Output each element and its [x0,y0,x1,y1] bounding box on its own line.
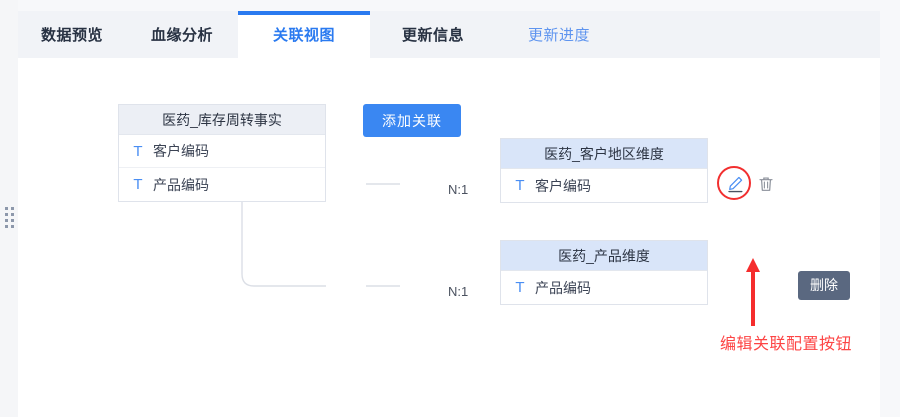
handle-dot [5,207,8,210]
text-type-icon: T [133,142,143,160]
tab-lineage-analysis[interactable]: 血缘分析 [150,27,213,44]
handle-dot [5,225,8,228]
text-type-icon: T [133,176,143,193]
entity-node-title: 医药_库存周转事实 [119,105,325,135]
handle-dot [11,219,14,222]
cardinality-label-product: N:1 [448,284,469,299]
handle-dot [11,225,14,228]
entity-field-row[interactable]: T 产品编码 [501,271,707,304]
entity-node-title: 医药_产品维度 [501,241,707,271]
edit-relation-button[interactable] [717,166,751,200]
entity-field-label: 客户编码 [535,177,591,194]
add-relation-button[interactable]: 添加关联 [363,104,461,137]
handle-dot [5,219,8,222]
entity-field-label: 产品编码 [153,176,209,193]
entity-field-row[interactable]: T 客户编码 [501,169,707,202]
tab-update-progress[interactable]: 更新进度 [527,27,590,44]
annotation-arrow-icon [746,258,760,326]
annotation-label: 编辑关联配置按钮 [720,336,853,353]
text-type-icon: T [515,177,525,194]
entity-node-dimension-customer[interactable]: 医药_客户地区维度 T 客户编码 [500,138,708,203]
tab-bar: 数据预览 血缘分析 关联视图 更新信息 更新进度 [18,11,880,58]
cardinality-label-customer: N:1 [448,182,469,197]
relation-row-actions [717,166,777,200]
right-gutter [880,0,900,417]
delete-relation-button[interactable] [755,173,777,195]
text-type-icon: T [515,279,525,296]
entity-field-row[interactable]: T 客户编码 [119,135,325,168]
entity-node-dimension-product[interactable]: 医药_产品维度 T 产品编码 [500,240,708,305]
entity-field-row[interactable]: T 产品编码 [119,168,325,201]
tab-relation-view[interactable]: 关联视图 [238,11,370,58]
relation-canvas[interactable]: 医药_库存周转事实 T 客户编码 T 产品编码 添加关联 医药_客户地区维度 T… [18,58,880,417]
panel-resize-handle[interactable] [5,207,14,231]
pencil-icon [727,176,742,192]
trash-icon [759,177,773,191]
tab-update-info[interactable]: 更新信息 [401,27,464,44]
left-gutter [0,0,18,417]
entity-field-label: 产品编码 [535,279,591,296]
delete-tooltip: 删除 [798,271,850,300]
entity-node-title: 医药_客户地区维度 [501,139,707,169]
handle-dot [11,207,14,210]
entity-node-fact[interactable]: 医药_库存周转事实 T 客户编码 T 产品编码 [118,104,326,202]
tab-data-preview[interactable]: 数据预览 [40,27,103,44]
handle-dot [11,213,14,216]
handle-dot [5,213,8,216]
entity-field-label: 客户编码 [153,143,209,159]
